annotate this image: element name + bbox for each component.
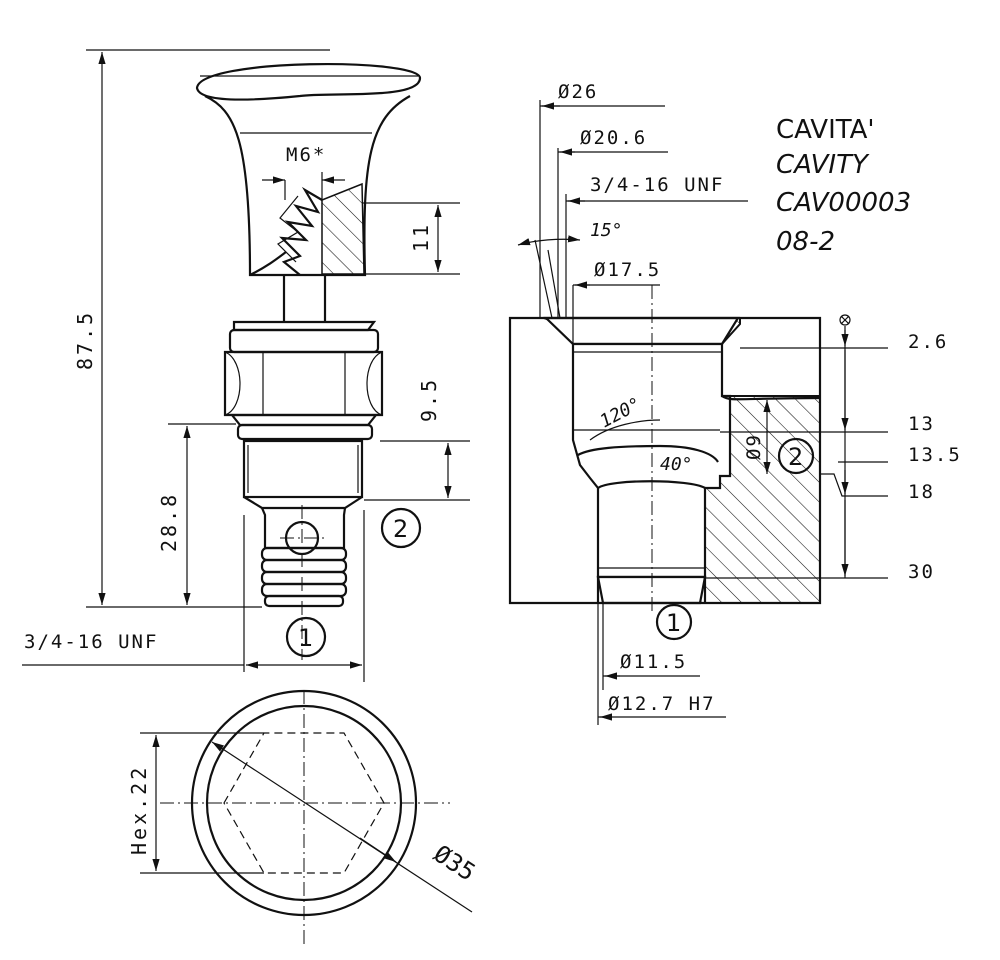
angle-40: 40°	[660, 454, 693, 475]
depth-13: 13	[908, 413, 935, 435]
dim-87-5: 87.5	[73, 310, 97, 370]
dim-d17-5: Ø17.5	[594, 259, 661, 281]
dim-d35: Ø35	[429, 840, 481, 887]
title-line-1: CAVITA'	[776, 115, 875, 145]
dim-11: 11	[409, 222, 433, 252]
title-line-3: CAV00003	[776, 188, 911, 218]
valve-port-2-bubble	[380, 507, 422, 549]
depth-13-5: 13.5	[908, 444, 962, 466]
title-line-2: CAVITY	[776, 150, 870, 180]
threaded-body	[242, 439, 364, 499]
depth-2-6: 2.6	[908, 331, 948, 353]
dim-9-5: 9.5	[417, 377, 441, 422]
dim-d12-7: Ø12.7 H7	[608, 693, 716, 715]
knob-section-hatch	[321, 182, 365, 275]
cavity-port-2-bubble	[777, 437, 815, 475]
cavity-bore	[543, 316, 740, 346]
cavity-port-2-label: 2	[788, 443, 803, 471]
dim-d11-5: Ø11.5	[620, 651, 687, 673]
dim-d26: Ø26	[558, 81, 598, 103]
dim-hex-22: Hex.22	[127, 765, 151, 855]
knob-body	[204, 95, 411, 277]
cavity-section: Ø26 Ø20.6 3/4-16 UNF 15° Ø17.5 120° 40° …	[508, 81, 962, 725]
dim-m6: M6*	[286, 144, 326, 166]
dim-valve-unf: 3/4-16 UNF	[24, 631, 158, 653]
hex-nut	[232, 320, 377, 332]
dim-cavity-unf: 3/4-16 UNF	[590, 174, 724, 196]
depth-30: 30	[908, 561, 935, 583]
title-line-4: 08-2	[776, 227, 835, 257]
cavity-port-1-label: 1	[666, 609, 681, 637]
valve-side-view: M6* 11	[22, 49, 470, 682]
valve-port-1-bubble	[285, 616, 327, 658]
knob-cap	[195, 62, 422, 101]
cavity-title-block: CAVITA' CAVITY CAV00003 08-2	[776, 115, 911, 257]
valve-port-1-label: 1	[298, 624, 313, 652]
angle-15: 15°	[590, 220, 623, 241]
cavity-port-1-bubble	[655, 603, 693, 641]
depth-18: 18	[908, 481, 935, 503]
dim-28-8: 28.8	[157, 492, 181, 552]
valve-port-2-label: 2	[393, 515, 408, 543]
valve-bottom-view: Hex.22 Ø35	[127, 689, 481, 945]
dim-d9: Ø9	[743, 433, 765, 460]
dim-d20-6: Ø20.6	[580, 127, 647, 149]
